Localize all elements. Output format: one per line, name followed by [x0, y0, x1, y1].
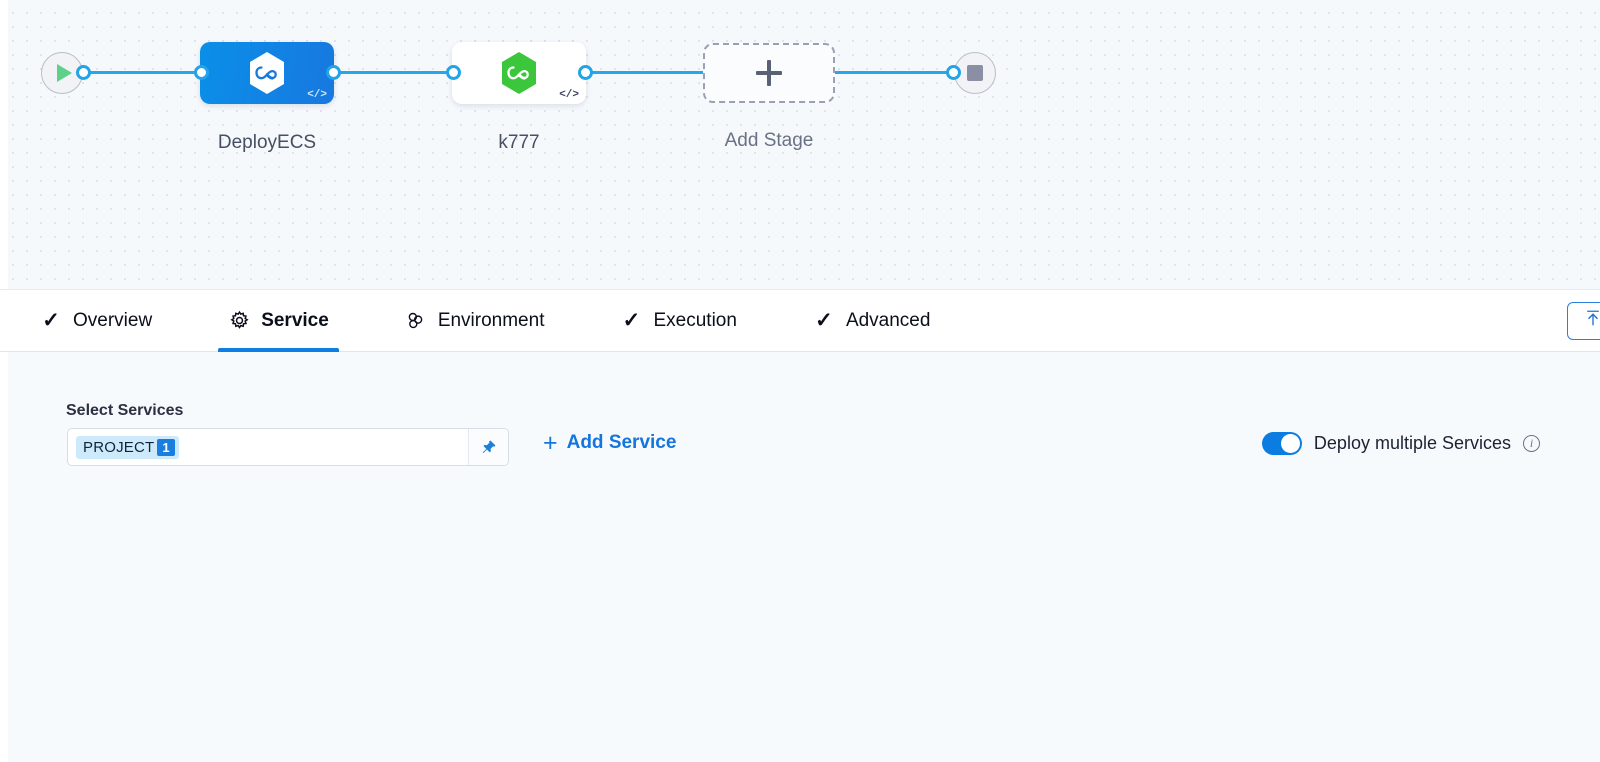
pin-icon[interactable] [468, 429, 508, 465]
stage-node-deployecs[interactable]: </> [200, 42, 334, 104]
stage-node-k777[interactable]: </> [452, 42, 586, 104]
deploy-multiple-services-toggle[interactable] [1261, 432, 1302, 455]
play-icon [56, 64, 72, 82]
port-start-out[interactable] [76, 65, 91, 80]
port-end-in[interactable] [946, 65, 961, 80]
port-stage1-out[interactable] [326, 65, 341, 80]
toggle-knob [1280, 434, 1300, 453]
select-services-label: Select Services [66, 402, 184, 419]
deploy-multiple-services-label: Deploy multiple Services [1313, 433, 1511, 453]
stage-label-k777: k777 [498, 132, 540, 153]
port-stage1-in[interactable] [194, 65, 209, 80]
pipeline-canvas[interactable]: </> DeployECS </> k777 Add Stage [0, 0, 1600, 290]
chip-label: PROJECT [83, 438, 155, 456]
edge-start-to-stage1 [84, 71, 212, 74]
upload-icon [1584, 309, 1600, 333]
tab-label: Environment [437, 309, 545, 331]
tab-overview[interactable]: ✓ Overview [30, 290, 162, 351]
chip-count-badge: 1 [157, 438, 175, 456]
add-stage-button[interactable] [703, 43, 835, 103]
stage-code-badge[interactable]: </> [559, 89, 579, 101]
check-icon: ✓ [815, 309, 833, 332]
tab-environment[interactable]: Environment [395, 290, 555, 351]
tab-label: Overview [73, 309, 153, 331]
edge-stage2-to-add [580, 71, 715, 74]
add-service-label: Add Service [566, 432, 677, 453]
edge-stage1-to-stage2 [330, 71, 465, 74]
plus-icon [756, 60, 782, 86]
tab-label: Service [261, 309, 329, 331]
stage-tab-bar: ✓ Overview Service Environment ✓ Executi… [0, 290, 1600, 352]
select-services-value[interactable]: PROJECT 1 [68, 429, 468, 465]
select-services-input[interactable]: PROJECT 1 [67, 428, 509, 466]
gear-icon [228, 310, 250, 332]
environment-icon [405, 310, 427, 332]
selected-service-chip[interactable]: PROJECT 1 [76, 435, 179, 459]
stage-label-deployecs: DeployECS [217, 132, 317, 153]
port-stage2-out[interactable] [578, 65, 593, 80]
stage-code-badge[interactable]: </> [307, 89, 327, 101]
save-as-template-button[interactable]: S [1567, 302, 1600, 340]
tab-advanced[interactable]: ✓ Advanced [803, 290, 941, 351]
deploy-multiple-services-row: Deploy multiple Services i [1261, 432, 1540, 455]
tab-label: Execution [653, 309, 737, 331]
edge-add-to-end [830, 71, 960, 74]
info-icon[interactable]: i [1523, 435, 1540, 452]
add-stage-label: Add Stage [724, 130, 814, 151]
check-icon: ✓ [622, 309, 641, 332]
plus-icon: + [543, 428, 558, 457]
harness-hexagon-green-icon [502, 52, 536, 94]
port-stage2-in[interactable] [446, 65, 461, 80]
tab-service[interactable]: Service [218, 290, 339, 352]
stop-icon [967, 65, 983, 81]
tab-label: Advanced [845, 309, 931, 331]
harness-hexagon-icon [250, 52, 284, 94]
add-service-button[interactable]: + Add Service [543, 428, 677, 457]
service-tab-panel: Select Services PROJECT 1 + Add Service … [0, 352, 1600, 762]
check-icon: ✓ [42, 309, 60, 332]
tab-execution[interactable]: ✓ Execution [610, 290, 746, 351]
